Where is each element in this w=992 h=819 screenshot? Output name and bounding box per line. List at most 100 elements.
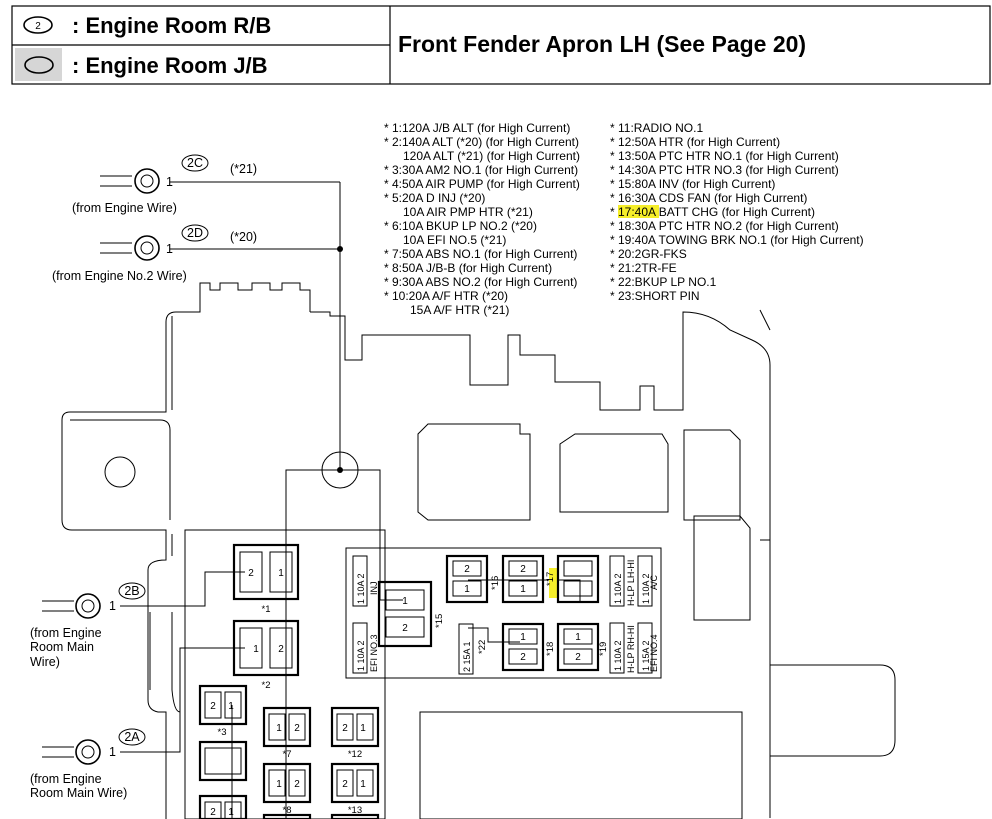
- fuse-efi3-name: EFI NO.3: [369, 634, 379, 672]
- legend-right-7: * 17:40A BATT CHG (for High Current): [610, 205, 815, 219]
- relay-3: 2 1 *3: [198, 684, 248, 738]
- legend-right-13: * 23:SHORT PIN: [610, 289, 700, 303]
- legend-left-8: * 6:10A BKUP LP NO.2 (*20): [384, 219, 537, 233]
- connector-2a-pin: 1: [109, 745, 116, 759]
- relay-13-label: *13: [348, 805, 362, 816]
- fuse-inj-rating: 1 10A 2: [356, 573, 366, 604]
- relay-5-pin-a: 2: [210, 807, 216, 818]
- legend-left-11: * 8:50A J/B-B (for High Current): [384, 261, 552, 275]
- relay-block-symbol: [23, 16, 53, 34]
- legend-highlight: [618, 205, 659, 218]
- relay-18-pin-b: 2: [520, 652, 526, 663]
- legend-right-3: * 13:50A PTC HTR NO.1 (for High Current): [610, 149, 839, 163]
- fuse-efi4-rating: 1 15A 2: [641, 640, 651, 671]
- header: 2 : Engine Room R/B : Engine Room J/B Fr…: [11, 5, 991, 85]
- fuse-hlp-rh-rating: 1 10A 2: [613, 640, 623, 671]
- connector-2b-source-3: Wire): [30, 655, 60, 669]
- relay-19-pin-b: 2: [575, 652, 581, 663]
- relay-7-label: *7: [283, 749, 292, 760]
- relay-20-pin-a: 2: [520, 564, 526, 575]
- fuse-efi3-rating: 1 10A 2: [356, 640, 366, 671]
- relay-12: 2 1 *12: [330, 706, 380, 760]
- relay-box-outline: [61, 282, 896, 819]
- connector-2d-pin: 1: [166, 242, 173, 256]
- relay-2: 1 2 *2: [232, 619, 300, 691]
- legend-left-1: * 1:120A J/B ALT (for High Current): [384, 121, 570, 135]
- relay-5: 2 1: [198, 794, 248, 819]
- connector-2b-pin: 1: [109, 599, 116, 613]
- relay-18-pin-a: 1: [520, 632, 526, 643]
- relay-2-pin-b: 2: [278, 644, 284, 655]
- connector-2c-code: 2C: [187, 156, 203, 170]
- relay-1-pin-b: 1: [278, 568, 284, 579]
- relay-5-pin-b: 1: [228, 807, 234, 818]
- connector-2d-note: (*20): [230, 230, 257, 244]
- relay-12-pin-a: 2: [342, 723, 348, 734]
- relay-8-label: *8: [283, 805, 292, 816]
- relay-3-pin-b: 1: [228, 701, 234, 712]
- relay-13-pin-b: 1: [360, 779, 366, 790]
- legend-right-8: * 18:30A PTC HTR NO.2 (for High Current): [610, 219, 839, 233]
- connector-2b-source-2: Room Main: [30, 640, 94, 654]
- relay-8-pin-a: 1: [276, 779, 282, 790]
- page-title: Front Fender Apron LH (See Page 20): [398, 31, 806, 57]
- legend-left-3: 120A ALT (*21) (for High Current): [403, 149, 580, 163]
- relay-19-label: *19: [598, 642, 609, 656]
- legend-right-9: * 19:40A TOWING BRK NO.1 (for High Curre…: [610, 233, 864, 247]
- relay-13: 2 1 *13: [330, 762, 380, 816]
- legend-right-5: * 15:80A INV (for High Current): [610, 177, 775, 191]
- legend-left-12: * 9:30A ABS NO.2 (for High Current): [384, 275, 577, 289]
- relay-2-label: *2: [262, 680, 271, 691]
- connector-2d: 2D 1 (*20) (from Engine No.2 Wire): [52, 224, 257, 283]
- relay-partial-2: [330, 813, 380, 819]
- fuse-legend: * 1:120A J/B ALT (for High Current) * 2:…: [384, 121, 864, 317]
- legend-left-5: * 4:50A AIR PUMP (for High Current): [384, 177, 580, 191]
- relay-19-pin-a: 1: [575, 632, 581, 643]
- connector-2c-source: (from Engine Wire): [72, 201, 177, 215]
- relay-7-pin-b: 2: [294, 723, 300, 734]
- fuse-hlp-rh-name: H-LP RH-HI: [626, 625, 636, 673]
- legend-left-6: * 5:20A D INJ (*20): [384, 191, 485, 205]
- legend-jb-text: : Engine Room J/B: [72, 53, 268, 78]
- connector-2a-source-2: Room Main Wire): [30, 786, 127, 800]
- legend-jb-swatch: [15, 48, 62, 81]
- relay-12-label: *12: [348, 749, 362, 760]
- connector-2c-note: (*21): [230, 162, 257, 176]
- legend-right-2: * 12:50A HTR (for High Current): [610, 135, 780, 149]
- relay-16-label: *16: [490, 576, 501, 590]
- fuse-hlp-lh-name: H-LP LH-HI: [626, 560, 636, 606]
- fuse-inj-name: INJ: [369, 582, 379, 596]
- relay-7: 1 2 *7: [262, 706, 312, 760]
- fuse-15a-rating: 2 15A 1: [462, 641, 472, 672]
- connector-2d-code: 2D: [187, 226, 203, 240]
- relay-1-label: *1: [262, 604, 271, 615]
- legend-left-2: * 2:140A ALT (*20) (for High Current): [384, 135, 579, 149]
- legend-right-6: * 16:30A CDS FAN (for High Current): [610, 191, 807, 205]
- legend-right-11: * 21:2TR-FE: [610, 261, 677, 275]
- legend-left-10: * 7:50A ABS NO.1 (for High Current): [384, 247, 577, 261]
- legend-left-4: * 3:30A AM2 NO.1 (for High Current): [384, 163, 578, 177]
- relay-3-label: *3: [218, 727, 227, 738]
- connector-2a-source-1: (from Engine: [30, 772, 102, 786]
- connector-2b-source-1: (from Engine: [30, 626, 102, 640]
- connector-2d-source: (from Engine No.2 Wire): [52, 269, 187, 283]
- relay-13-pin-a: 2: [342, 779, 348, 790]
- legend-right-4: * 14:30A PTC HTR NO.3 (for High Current): [610, 163, 839, 177]
- legend-rb-text: : Engine Room R/B: [72, 13, 271, 38]
- legend-rb-code: 2: [35, 21, 41, 32]
- relay-17-highlight: [549, 568, 557, 598]
- relay-7-pin-a: 1: [276, 723, 282, 734]
- fuse-ac-rating: 1 10A 2: [641, 573, 651, 604]
- junction-block-symbol: [24, 56, 54, 74]
- connector-2c: 2C 1 (*21) (from Engine Wire): [72, 154, 257, 215]
- relay-22-label: *22: [477, 640, 488, 654]
- relay-15-pin-a: 1: [402, 596, 408, 607]
- fuse-efi4-name: EFI NO.4: [649, 634, 659, 672]
- relay-4: [198, 740, 248, 782]
- fuse-ac-name: A/C: [649, 574, 659, 590]
- relay-15-pin-b: 2: [402, 623, 408, 634]
- wire-routes: [120, 181, 581, 819]
- relay-17-label: *17: [545, 572, 556, 586]
- connector-2c-pin: 1: [166, 175, 173, 189]
